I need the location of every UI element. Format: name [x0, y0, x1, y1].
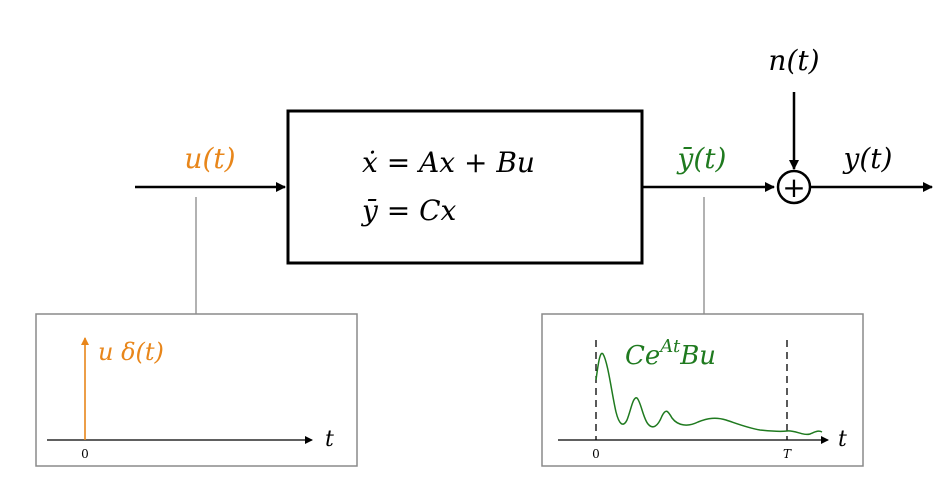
output-time-axis-label: t [838, 427, 847, 452]
sum-symbol: + [782, 171, 805, 204]
output-inset-frame [541, 313, 864, 467]
response-label-base: Ce [625, 341, 660, 371]
input-label: u(t) [184, 142, 235, 175]
impulse-response-curve [595, 352, 823, 436]
clean-output-label: ȳ(t) [676, 142, 727, 175]
state-equation: ẋ = Ax + Bu [362, 146, 535, 179]
output-origin-tick: 0 [592, 447, 600, 461]
input-inset-frame [35, 313, 358, 467]
response-label-exponent: At [658, 336, 681, 357]
system-block [286, 109, 644, 265]
input-inset: u δ(t) t 0 [35, 313, 358, 467]
output-label: y(t) [842, 142, 893, 175]
response-label: CeAtBu [625, 336, 716, 371]
noise-label: n(t) [768, 44, 819, 77]
response-label-tail: Bu [679, 341, 716, 371]
impulse-label: u δ(t) [98, 338, 164, 366]
output-inset: CeAtBu t 0 T [541, 313, 864, 467]
output-equation: ȳ = Cx [360, 194, 457, 227]
output-end-tick: T [783, 447, 792, 461]
input-origin-tick: 0 [81, 447, 89, 461]
input-time-axis-label: t [325, 427, 334, 452]
